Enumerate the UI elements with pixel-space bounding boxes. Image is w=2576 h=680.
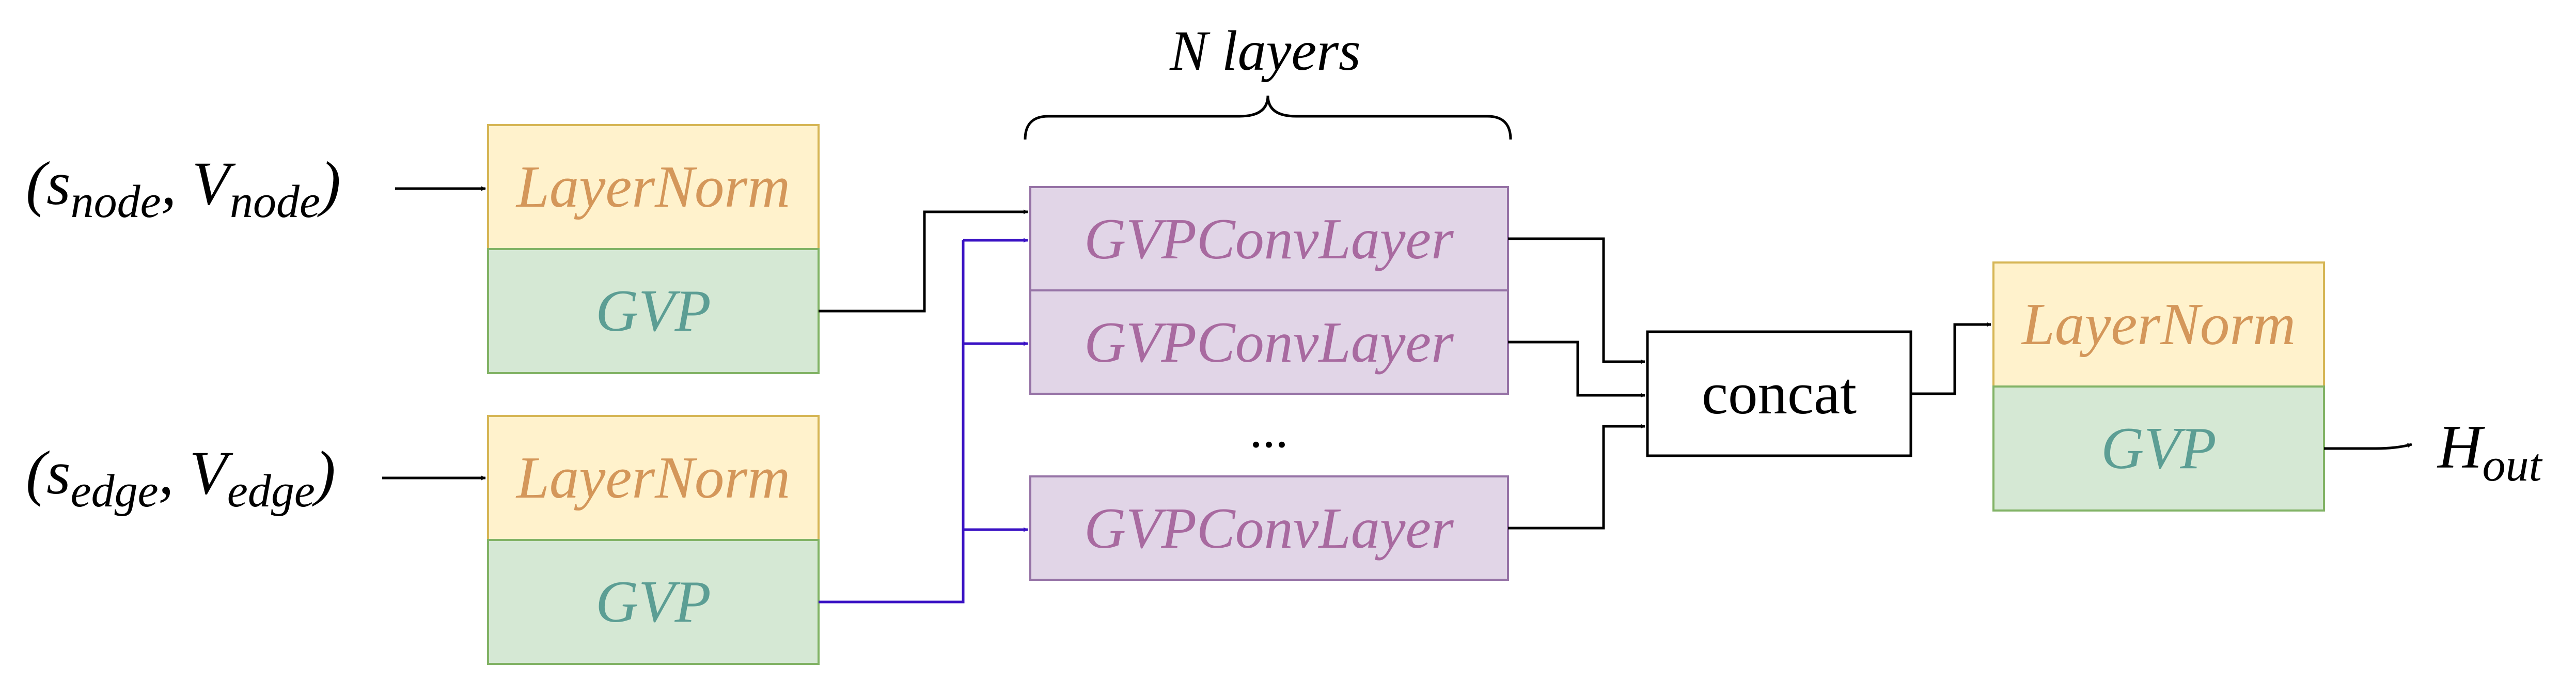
node-input-label: (snode, Vnode): [26, 149, 341, 227]
conv-layer-1-label: GVPConvLayer: [1084, 207, 1454, 271]
out-layernorm-label: LayerNorm: [2021, 291, 2296, 357]
edge-gvp-box: [487, 539, 820, 665]
edge-encoder-block: LayerNorm GVP: [487, 415, 820, 665]
conv2-to-concat-arrow: [1508, 341, 1645, 398]
output-label: Hout: [2437, 412, 2543, 491]
node-encoder-block: LayerNorm GVP: [487, 124, 820, 374]
conv1-to-concat-arrow: [1508, 237, 1645, 364]
edge-layernorm-box: [487, 415, 820, 541]
edge-gvp-label: GVP: [595, 569, 711, 635]
output-block: LayerNorm GVP: [1992, 261, 2325, 512]
conv-ellipsis: ...: [1250, 401, 1289, 458]
svg-text:(snode, Vnode): (snode, Vnode): [26, 149, 341, 227]
conv-layer-n-box: [1029, 475, 1509, 581]
node-gvp-box: [487, 248, 820, 374]
out-gvp-label: GVP: [2101, 415, 2217, 481]
concat-label: concat: [1702, 361, 1857, 426]
edge-layernorm-label: LayerNorm: [515, 445, 790, 511]
conv-layer-2-label: GVPConvLayer: [1084, 311, 1454, 375]
conv-layer-1-box: [1029, 186, 1509, 291]
svg-text:(sedge, Vedge): (sedge, Vedge): [26, 438, 336, 517]
node-to-conv-arrow: [819, 209, 1028, 313]
node-layernorm-box: [487, 124, 820, 250]
output-arrow: [2324, 443, 2412, 450]
concat-box: [1646, 330, 1912, 457]
conv-layer-n-label: GVPConvLayer: [1084, 497, 1454, 561]
edge-input-label: (sedge, Vedge): [26, 438, 336, 517]
n-layers-title: N layers: [1169, 19, 1361, 82]
conv-layer-2-box: [1029, 289, 1509, 395]
node-layernorm-label: LayerNorm: [515, 154, 790, 220]
concat-to-output-arrow: [1911, 322, 1991, 395]
out-gvp-box: [1992, 385, 2325, 512]
layers-brace: [1024, 95, 1512, 140]
edge-to-conv-trunk: [819, 240, 965, 604]
node-gvp-label: GVP: [595, 278, 711, 344]
conv-layer-stack: GVPConvLayer GVPConvLayer ... GVPConvLay…: [1029, 186, 1509, 581]
convn-to-concat-arrow: [1508, 424, 1645, 530]
